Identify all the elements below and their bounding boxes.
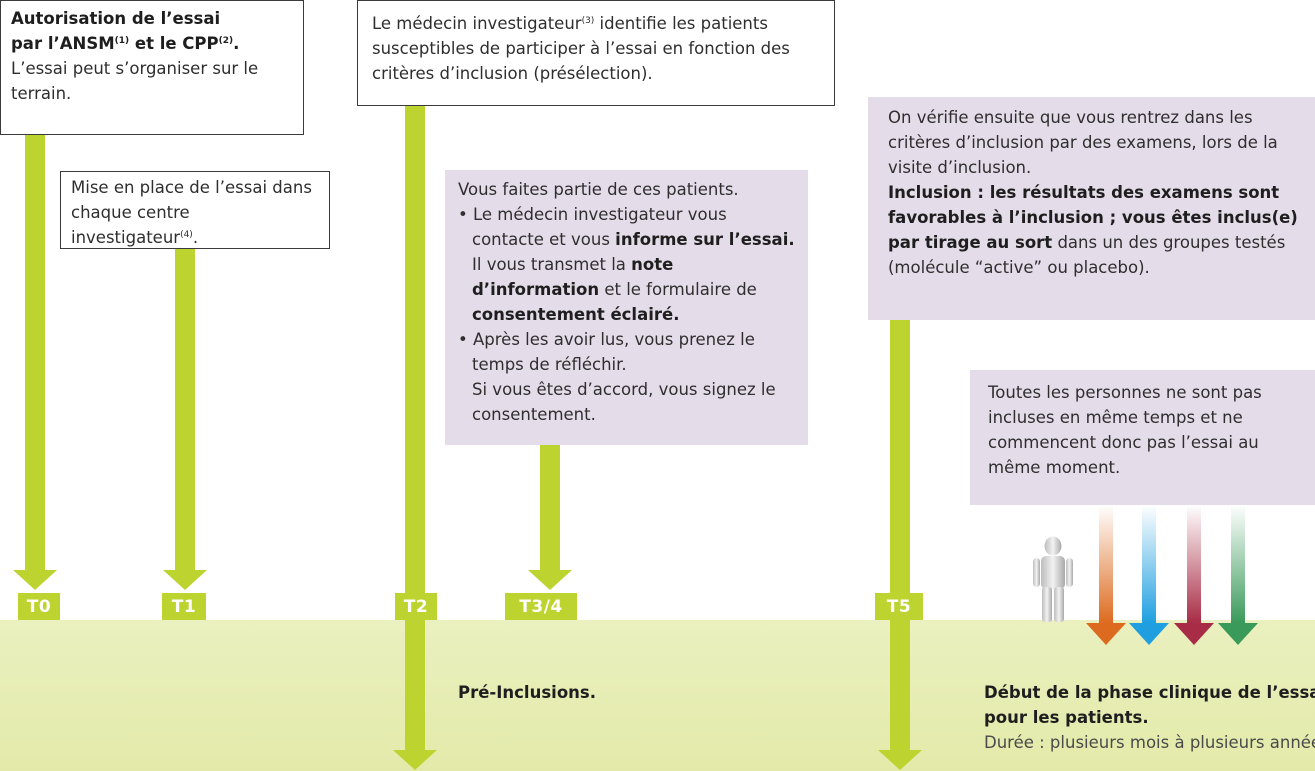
milestone-t2: T2 — [395, 593, 437, 620]
authorisation-cpp: et le CPP — [129, 34, 219, 53]
coloured-arrows — [1086, 505, 1258, 645]
footnote-2: (2) — [218, 36, 234, 46]
bullet-1-text-a: Le médecin investigateur vous contacte e… — [472, 205, 727, 249]
arrow-orange — [1086, 505, 1126, 645]
authorisation-ansm: par l’ANSM — [11, 34, 115, 53]
arrow-green — [1218, 505, 1258, 645]
box-mise-en-place: Mise en place de l’essai dans chaque cen… — [60, 171, 330, 249]
box-preselection: Le médecin investigateur(3) identifie le… — [357, 0, 835, 106]
arrow-blue — [1129, 505, 1169, 645]
bullet-1-note: note d’information — [472, 255, 674, 299]
inclusion-end: dans un des groupes testés (molécule “ac… — [888, 233, 1286, 277]
pre-inclusions-label: Pré-Inclusions. — [458, 683, 596, 702]
inclusion-text: On vérifie ensuite que vous rentrez dans… — [888, 108, 1278, 177]
bullet-2-text: Après les avoir lus, vous prenez le temp… — [472, 330, 755, 374]
box-authorisation: Autorisation de l’essai par l’ANSM(1) et… — [0, 0, 304, 135]
note-text: Toutes les personnes ne sont pas incluse… — [988, 383, 1262, 477]
box-inclusion: On vérifie ensuite que vous rentrez dans… — [868, 97, 1315, 320]
bullet-1-text-e: et le formulaire de — [599, 280, 757, 299]
arrow-t1-shaft — [175, 248, 195, 572]
bullet-1-text-c: Il vous transmet la — [472, 255, 632, 274]
footnote-4: (4) — [180, 230, 193, 240]
arrow-t2-head — [393, 750, 437, 770]
consentement-bullet-2: • Après les avoir lus, vous prenez le te… — [458, 330, 755, 374]
clinical-phase-title-2: pour les patients. — [984, 708, 1149, 727]
milestone-t0: T0 — [18, 593, 60, 620]
authorisation-title: Autorisation de l’essai par l’ANSM(1) et… — [11, 6, 293, 56]
clinical-phase-block: Début de la phase clinique de l’essai po… — [984, 680, 1315, 755]
milestone-t1: T1 — [162, 593, 206, 620]
arrow-t1-head — [163, 570, 207, 590]
milestone-t5: T5 — [875, 593, 923, 620]
bullet-1-consentement: consentement éclairé. — [472, 305, 680, 324]
preselection-text: Le médecin investigateur — [372, 14, 582, 33]
arrow-red — [1174, 505, 1214, 645]
consentement-bullet-2-cont: Si vous êtes d’accord, vous signez le co… — [472, 380, 776, 424]
arrow-t0-shaft — [25, 134, 45, 572]
box-note-inclusions: Toutes les personnes ne sont pas incluse… — [970, 370, 1315, 505]
milestone-t34: T3/4 — [505, 593, 577, 620]
arrow-t5-shaft — [890, 320, 910, 752]
arrow-t34-head — [528, 570, 572, 590]
arrow-t0-head — [13, 570, 57, 590]
clinical-phase-duration: Durée : plusieurs mois à plusieurs année… — [984, 733, 1315, 752]
footnote-1: (1) — [114, 36, 130, 46]
clinical-phase-title-1: Début de la phase clinique de l’essai — [984, 683, 1315, 702]
arrow-t2-shaft — [405, 105, 425, 752]
box-consentement: Vous faites partie de ces patients. • Le… — [445, 170, 808, 445]
inclusion-bold: Inclusion : les résultats des examens so… — [888, 183, 1298, 252]
timeline-band — [0, 620, 1315, 771]
consentement-intro: Vous faites partie de ces patients. — [458, 180, 739, 199]
footnote-3: (3) — [581, 16, 595, 26]
authorisation-text: L’essai peut s’organiser sur le terrain. — [11, 59, 259, 103]
preselection-end: identifie les patients susceptibles de p… — [372, 14, 790, 83]
consentement-bullet-1: • Le médecin investigateur vous contacte… — [458, 205, 795, 324]
bullet-1-informe: informe sur l’essai. — [615, 230, 795, 249]
authorisation-title-line1: Autorisation de l’essai — [11, 9, 221, 28]
arrow-t34-shaft — [540, 445, 560, 572]
authorisation-end: . — [233, 34, 240, 53]
mise-en-place-end: . — [192, 228, 199, 247]
arrow-t5-head — [878, 750, 922, 770]
mise-en-place-text: Mise en place de l’essai dans chaque cen… — [71, 178, 312, 247]
person-icon — [1033, 536, 1073, 622]
